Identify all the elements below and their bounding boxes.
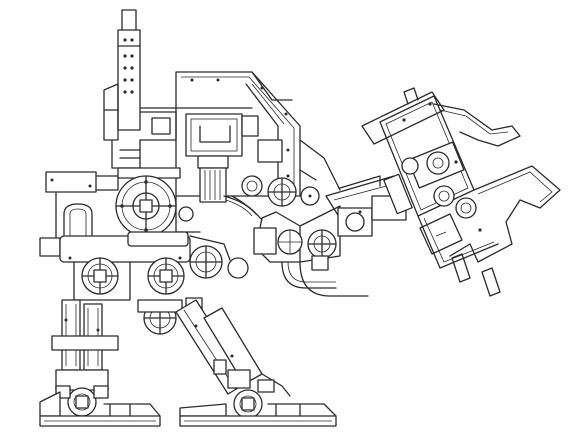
claw-head [361,87,561,297]
hip-joint-wheel [115,175,177,237]
right-leg [175,299,291,419]
right-foot [179,403,337,427]
stack-vent-holes [123,38,134,94]
exhaust-stack [103,9,141,169]
hip-housing [39,167,181,257]
detail-bolts [50,178,362,358]
cab-frame [139,71,341,197]
left-leg [51,299,119,417]
left-foot [39,391,161,427]
control-panel [185,113,283,203]
hydraulic-hose [223,195,369,297]
arm-hydraulics [253,205,341,289]
thigh-joints [59,231,249,301]
cab-lower-joints [175,175,320,233]
